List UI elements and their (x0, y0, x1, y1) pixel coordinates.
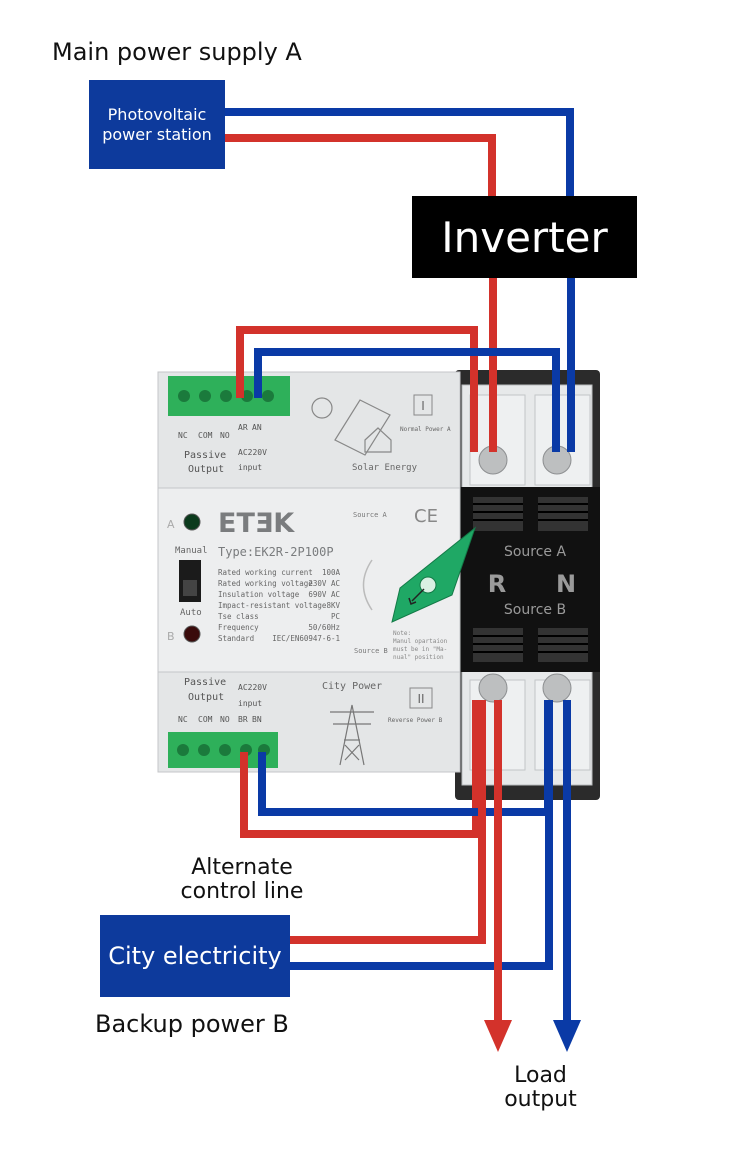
spec-value: 100A (322, 568, 341, 577)
top-control-live-wire (236, 326, 478, 452)
spec-name: Rated working current (218, 568, 313, 577)
terminal-r-label: R (488, 570, 506, 598)
auto-label: Auto (180, 608, 202, 618)
source-b-front-label: Source B (354, 647, 388, 655)
pv-neutral-wire (225, 108, 574, 198)
top-pin-label: AN (252, 423, 262, 432)
spec-name: Impact-resistant voltage (218, 601, 327, 610)
alternate-control-label: Alternate control line (180, 855, 304, 904)
spec-value: 50/60Hz (308, 623, 340, 632)
spec-value: IEC/EN60947-6-1 (272, 634, 340, 643)
normal-power-label: Normal Power A (400, 426, 451, 433)
pv-live-wire (225, 134, 496, 198)
top-pin-label: COM (198, 431, 213, 440)
spec-name: Frequency (218, 623, 259, 632)
transfer-switch-handle[interactable] (391, 526, 477, 623)
city-electricity-label: City electricity (108, 942, 282, 970)
indicator-a-label: A (167, 518, 175, 531)
pv-station-label: Photovoltaic power station (102, 104, 212, 144)
top-pin-label: NC (178, 431, 188, 440)
terminal-n-label: N (556, 570, 576, 598)
note-line: nual" position (393, 654, 444, 661)
front-panel: A Manual Auto B ETƎK Type:EK2R-2P100P Ra… (157, 487, 477, 677)
main-supply-label: Main power supply A (52, 38, 302, 66)
city-neutral-wire (290, 700, 553, 970)
top-pin-label: AR (238, 423, 248, 432)
indicator-b-light-icon (183, 625, 201, 643)
inverter-box: Inverter (412, 196, 637, 278)
bottom-input-label: input (238, 699, 262, 708)
spec-value: 8KV (326, 601, 340, 610)
solar-panel-icon (311, 397, 392, 456)
top-passive-label: Passive (184, 450, 226, 461)
bottom-pin-label: BR (238, 715, 248, 724)
bottom-control-live-wire (240, 700, 480, 838)
source-b-terminal-label: Source B (504, 602, 566, 618)
roman-one-label: I (421, 399, 425, 413)
bottom-ac-label: AC220V (238, 683, 267, 692)
bottom-pin-label: BN (252, 715, 262, 724)
wiring (225, 108, 575, 1022)
load-output-label: Load output (504, 1063, 577, 1112)
top-control-module: NC COM NO AR AN Passive Output AC220V in… (157, 371, 461, 493)
top-input-label: input (238, 463, 262, 472)
spec-name: Tse class (218, 612, 259, 621)
bottom-output-label: Output (188, 692, 224, 703)
solar-energy-label: Solar Energy (352, 463, 418, 473)
bottom-pin-label: COM (198, 715, 213, 724)
note-line: Manul opartaion (393, 638, 448, 645)
screw-icon (478, 673, 508, 703)
roman-two-label: II (417, 692, 424, 706)
bottom-control-module: Passive Output AC220V input NC COM NO BR… (157, 671, 461, 773)
top-control-neutral-wire (254, 348, 560, 452)
screw-icon (542, 673, 572, 703)
ce-mark: CE (414, 506, 438, 527)
spec-name: Standard (218, 634, 254, 643)
type-label: Type:EK2R-2P100P (218, 545, 334, 559)
manual-label: Manual (175, 546, 208, 556)
source-a-front-label: Source A (353, 511, 388, 519)
indicator-a-light-icon (183, 513, 201, 531)
city-electricity-box: City electricity (100, 915, 290, 997)
bottom-passive-label: Passive (184, 677, 226, 688)
inverter-label: Inverter (441, 212, 608, 262)
top-ac-label: AC220V (238, 448, 267, 457)
load-neutral-arrow-icon (553, 1020, 581, 1052)
indicator-b-label: B (167, 630, 175, 643)
bottom-pin-label: NC (178, 715, 188, 724)
bottom-pin-label: NO (220, 715, 230, 724)
note-line: Note: (393, 630, 411, 637)
source-a-terminal-label: Source A (504, 544, 567, 560)
city-power-label: City Power (322, 681, 382, 692)
load-live-arrow-icon (484, 1020, 512, 1052)
top-pin-label: NO (220, 431, 230, 440)
backup-label: Backup power B (95, 1010, 289, 1038)
spec-value: 230V AC (308, 579, 340, 588)
note-line: must be in "Ma- (393, 646, 447, 653)
pv-station-box: Photovoltaic power station (89, 80, 225, 169)
brand-logo: ETƎK (218, 508, 295, 539)
transmission-tower-icon (330, 704, 374, 766)
city-live-wire (290, 700, 486, 944)
spec-name: Insulation voltage (218, 590, 300, 599)
spec-value: 690V AC (308, 590, 340, 599)
spec-name: Rated working voltage (218, 579, 313, 588)
reverse-power-label: Reverse Power B (388, 717, 443, 724)
top-output-label: Output (188, 464, 224, 475)
spec-value: PC (331, 612, 340, 621)
